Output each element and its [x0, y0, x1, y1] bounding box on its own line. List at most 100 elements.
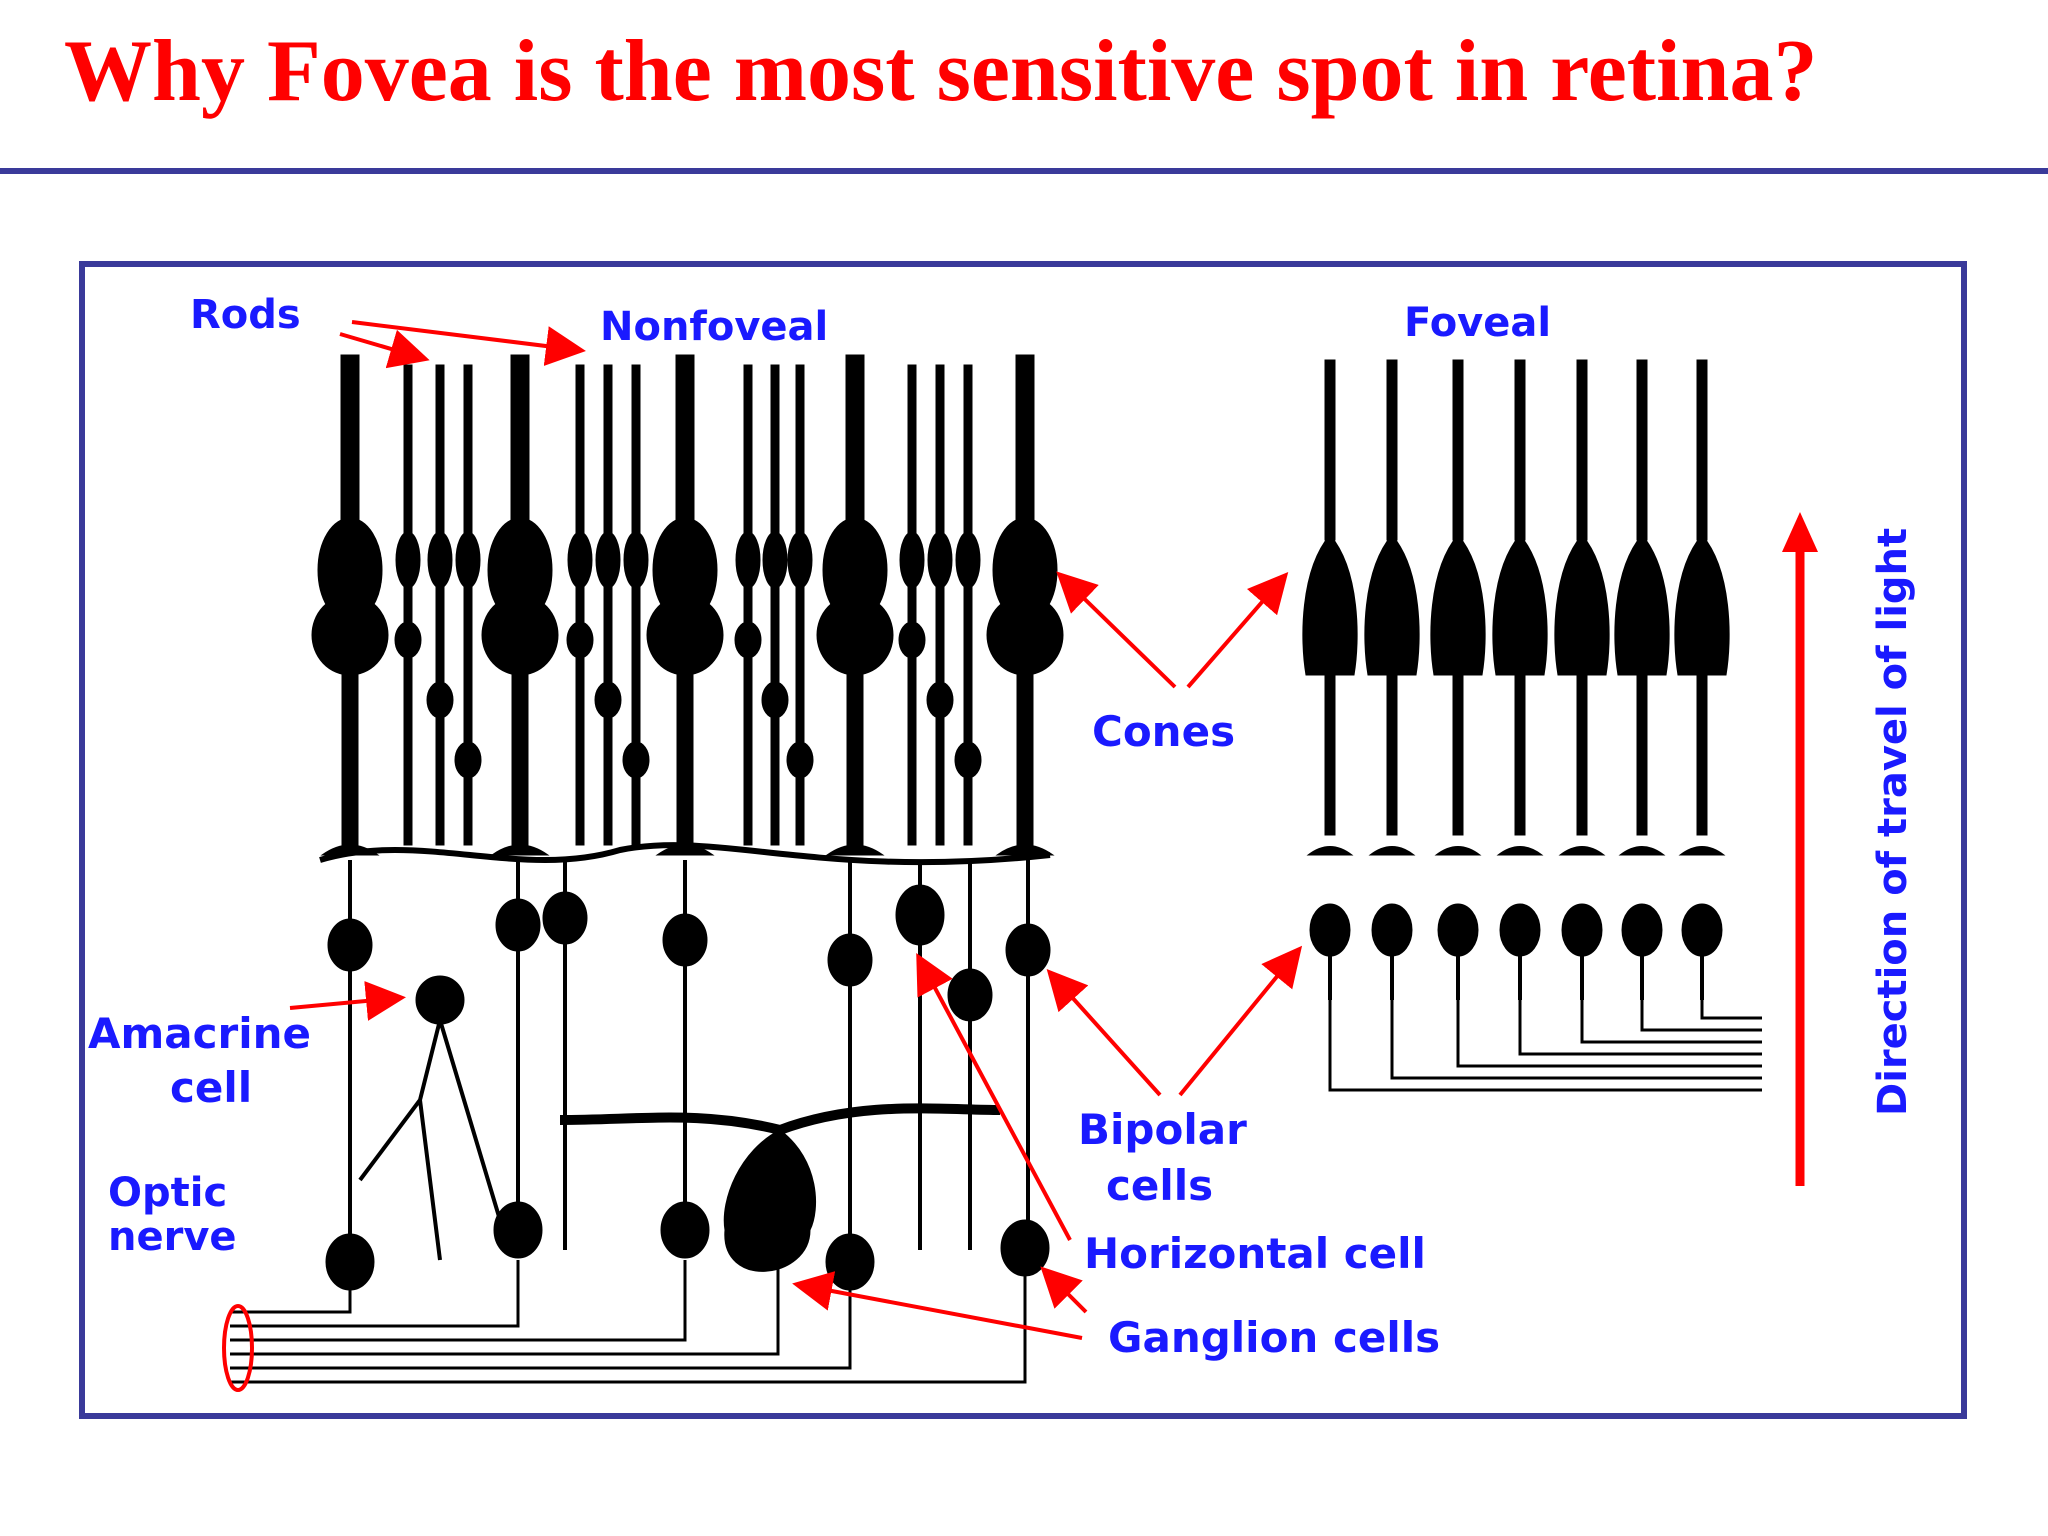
- rod-nucleus: [926, 681, 954, 719]
- inner-layer-cells: [230, 860, 1051, 1384]
- rod-inner-segment: [623, 531, 649, 589]
- foveal-bipolar-cell: [1499, 903, 1541, 957]
- foveal-bipolar-cell: [1561, 903, 1603, 957]
- rod-nucleus: [594, 681, 622, 719]
- foveal-ganglion-fiber: [1640, 1000, 1762, 1032]
- foveal-cone-outer-segment: [1636, 359, 1648, 541]
- foveal-cone-pedicle: [1368, 846, 1416, 856]
- rod-cell: [935, 364, 945, 846]
- label-cones: Cones: [1092, 707, 1235, 756]
- rod-inner-segment: [927, 531, 953, 589]
- rod-nucleus: [954, 741, 982, 779]
- optic-nerve-fiber: [230, 1260, 687, 1342]
- rod-cell: [575, 364, 585, 846]
- rod-nucleus: [786, 741, 814, 779]
- foveal-cone-pedicle: [1678, 846, 1726, 856]
- cone-pedicle: [995, 844, 1055, 856]
- foveal-cone-axon: [1696, 674, 1708, 836]
- label-horizontal-cell: Horizontal cell: [1084, 1229, 1426, 1278]
- rod-cell: [435, 364, 445, 846]
- foveal-bipolar-cell: [1621, 903, 1663, 957]
- cone-axon: [846, 659, 864, 851]
- bipolar-cell: [947, 968, 993, 1022]
- rod-inner-segment: [395, 531, 421, 589]
- foveal-cone-outer-segment: [1576, 359, 1588, 541]
- foveal-cone-axon: [1386, 674, 1398, 836]
- foveal-cells: [1302, 359, 1762, 1092]
- amacrine-cell-body: [415, 975, 465, 1025]
- bipolar-cell: [542, 891, 588, 945]
- bipolar-cell: [1005, 923, 1051, 977]
- foveal-cone-axon: [1514, 674, 1526, 836]
- bipolar-cell: [327, 918, 373, 972]
- foveal-ganglion-fiber: [1456, 1000, 1762, 1068]
- foveal-ganglion-fiber: [1390, 1000, 1762, 1080]
- rod-nucleus: [394, 621, 422, 659]
- cone-axon: [341, 659, 359, 851]
- foveal-cone-pedicle: [1306, 846, 1354, 856]
- rod-nucleus: [761, 681, 789, 719]
- rod-nucleus: [426, 681, 454, 719]
- rod-cell: [963, 364, 973, 846]
- cone-axon: [1016, 659, 1034, 851]
- rod-inner-segment: [762, 531, 788, 589]
- rod-inner-segment: [455, 531, 481, 589]
- foveal-cone-pedicle: [1434, 846, 1482, 856]
- label-arrows: [222, 320, 1303, 1392]
- foveal-ganglion-fiber: [1700, 1000, 1762, 1020]
- foveal-ganglion-fiber: [1580, 1000, 1762, 1044]
- foveal-cone-outer-segment: [1386, 359, 1398, 541]
- foveal-bipolar-cell: [1371, 903, 1413, 957]
- rod-inner-segment: [567, 531, 593, 589]
- light-direction-arrow: [1782, 512, 1818, 1186]
- horizontal-cell: [895, 884, 945, 946]
- label-foveal: Foveal: [1404, 300, 1551, 346]
- rod-inner-segment: [735, 531, 761, 589]
- rod-cell: [795, 364, 805, 846]
- label-bipolar: Bipolar: [1078, 1105, 1247, 1154]
- slide-title: Why Fovea is the most sensitive spot in …: [64, 23, 1818, 120]
- label-amacrine-cell: cell: [170, 1063, 252, 1112]
- rod-inner-segment: [899, 531, 925, 589]
- cone-axon: [676, 659, 694, 851]
- optic-nerve-fiber: [230, 1260, 352, 1314]
- foveal-cone-pedicle: [1558, 846, 1606, 856]
- rod-cell: [403, 364, 413, 846]
- nonfoveal-cells: [311, 354, 1064, 866]
- label-nonfoveal: Nonfoveal: [600, 304, 828, 350]
- foveal-cone-outer-segment: [1696, 359, 1708, 541]
- label-bipolar-cells: cells: [1106, 1161, 1213, 1210]
- outer-plexiform-layer: [319, 842, 1051, 866]
- cone-outer-segment: [1015, 354, 1035, 536]
- label-ganglion-cells: Ganglion cells: [1108, 1313, 1440, 1362]
- foveal-ganglion-fiber: [1518, 1000, 1762, 1056]
- foveal-cone-pedicle: [1618, 846, 1666, 856]
- foveal-cone-outer-segment: [1514, 359, 1526, 541]
- foveal-cone-axon: [1576, 674, 1588, 836]
- cone-pedicle: [490, 844, 550, 856]
- rod-cell: [603, 364, 613, 846]
- cone-outer-segment: [675, 354, 695, 536]
- rod-nucleus: [898, 621, 926, 659]
- foveal-cone-outer-segment: [1324, 359, 1336, 541]
- optic-nerve-fiber: [230, 1260, 520, 1328]
- optic-nerve-fiber: [230, 1260, 780, 1356]
- foveal-cone-pedicle: [1496, 846, 1544, 856]
- rod-nucleus: [454, 741, 482, 779]
- rod-cell: [907, 364, 917, 846]
- cone-outer-segment: [845, 354, 865, 536]
- cone-axon: [511, 659, 529, 851]
- ganglion-cell: [660, 1201, 710, 1259]
- large-ganglion-cell: [723, 1129, 817, 1272]
- foveal-cone-axon: [1636, 674, 1648, 836]
- bipolar-cell: [495, 898, 541, 952]
- foveal-cone-axon: [1452, 674, 1464, 836]
- foveal-bipolar-cell: [1437, 903, 1479, 957]
- rod-inner-segment: [955, 531, 981, 589]
- optic-nerve-fiber: [230, 1260, 1027, 1384]
- cone-pedicle: [825, 844, 885, 856]
- rod-nucleus: [734, 621, 762, 659]
- ganglion-dendrites: [559, 1103, 1001, 1135]
- foveal-bipolar-cell: [1309, 903, 1351, 957]
